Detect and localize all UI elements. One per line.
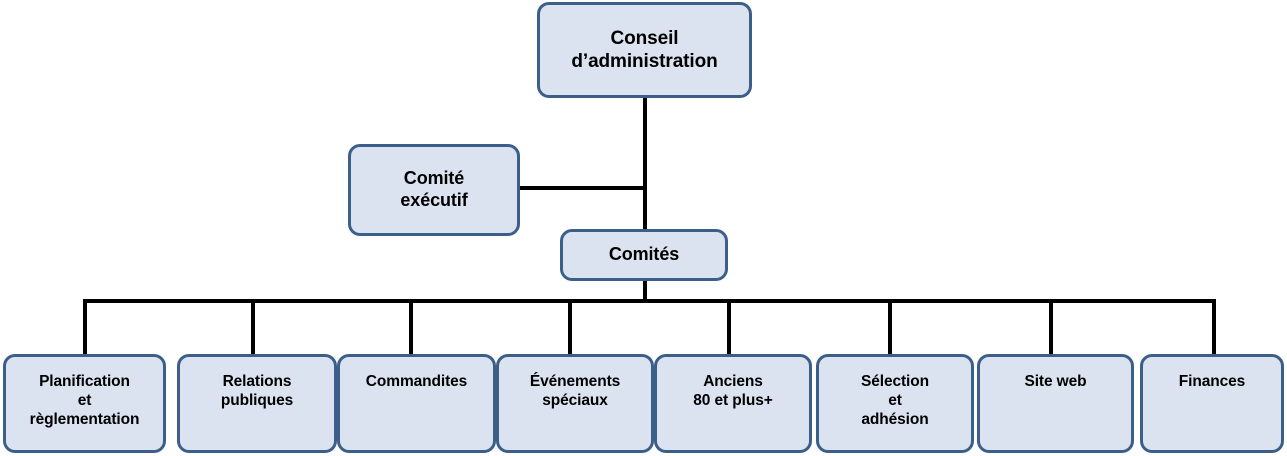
node-comite-executif[interactable]: Comité exécutif [348, 144, 520, 236]
node-committee-label: Site web [1024, 373, 1087, 390]
node-comite-executif-label: Comité exécutif [400, 168, 468, 210]
node-conseil-administration-label: Conseil d’administration [571, 27, 718, 72]
connector-drop-6 [888, 299, 892, 355]
node-comites[interactable]: Comités [560, 229, 728, 281]
connector-committee-bus [85, 299, 1216, 303]
node-committee-anciens[interactable]: Anciens 80 et plus+ [654, 354, 812, 453]
connector-drop-3 [409, 299, 413, 355]
connector-comites-to-bus [643, 281, 647, 302]
node-conseil-administration[interactable]: Conseil d’administration [537, 2, 752, 98]
node-committee-commandites[interactable]: Commandites [337, 354, 496, 453]
connector-drop-2 [251, 299, 255, 355]
connector-drop-5 [727, 299, 731, 355]
connector-drop-1 [83, 299, 87, 355]
node-committee-label: Sélection et adhésion [860, 373, 929, 428]
node-committee-label: Événements spéciaux [529, 373, 621, 409]
node-committee-evenements-speciaux[interactable]: Événements spéciaux [496, 354, 654, 453]
node-committee-label: Commandites [365, 373, 468, 390]
connector-drop-4 [568, 299, 572, 355]
node-committee-planification-reglementation[interactable]: Planification et règlementation [3, 354, 166, 453]
node-committee-label: Planification et règlementation [29, 373, 140, 428]
connector-drop-8 [1212, 299, 1216, 355]
node-committee-label: Relations publiques [220, 373, 294, 409]
node-committee-label: Finances [1178, 373, 1246, 390]
node-committee-selection-adhesion[interactable]: Sélection et adhésion [816, 354, 974, 453]
connector-executif-to-trunk [520, 186, 645, 190]
node-committee-finances[interactable]: Finances [1140, 354, 1284, 453]
connector-root-to-comites [643, 97, 647, 229]
node-committee-site-web[interactable]: Site web [977, 354, 1134, 453]
node-comites-label: Comités [608, 244, 680, 265]
connector-drop-7 [1049, 299, 1053, 355]
node-committee-relations-publiques[interactable]: Relations publiques [177, 354, 337, 453]
node-committee-label: Anciens 80 et plus+ [693, 373, 773, 409]
